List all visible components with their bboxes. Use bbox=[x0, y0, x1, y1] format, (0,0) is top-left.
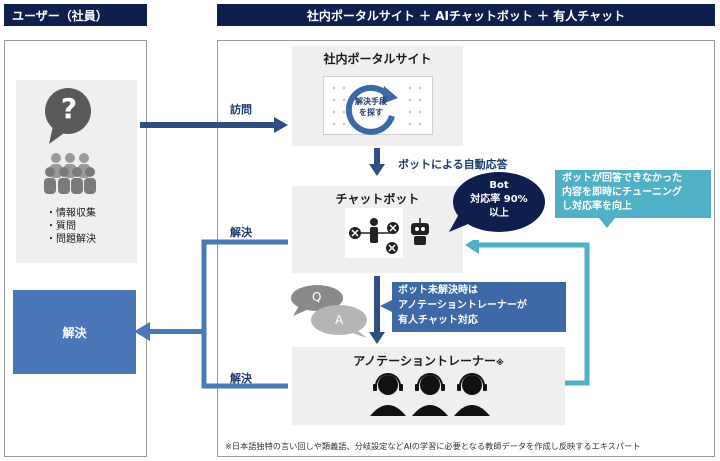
chatbot-title: チャットボット bbox=[335, 192, 420, 206]
bot-rate-bubble bbox=[449, 172, 545, 232]
system-header-label: 社内ポータルサイト ＋ AIチャットボット ＋ 有人チャット bbox=[306, 8, 626, 23]
visit-label: 訪問 bbox=[230, 103, 252, 116]
people-group-icon bbox=[44, 153, 96, 194]
portal-center-line: を探す bbox=[359, 108, 383, 117]
system-header: 社内ポータルサイト ＋ AIチャットボット ＋ 有人チャット bbox=[217, 4, 715, 26]
user-header: ユーザー（社員） bbox=[4, 4, 147, 26]
question-bubble-icon bbox=[45, 88, 91, 144]
feedback-line: し対応率を向上 bbox=[562, 201, 632, 212]
unresolved-line: ボット未解決時は bbox=[398, 285, 478, 296]
portal-to-chatbot-arrow bbox=[369, 148, 385, 176]
bot-auto-label: ボットによる自動応答 bbox=[398, 158, 508, 171]
bot-rate-text: Bot 対応率 90% 以上 bbox=[467, 179, 531, 221]
feedback-line: 内容を即時にチューニング bbox=[562, 187, 682, 198]
trainer-title: アノテーショントレーナー※ bbox=[292, 352, 565, 369]
portal-title: 社内ポータルサイト bbox=[323, 52, 432, 66]
chatbot-decision-icon bbox=[345, 208, 403, 258]
question-mark: ? bbox=[60, 92, 78, 125]
user-task-list: ・情報収集 ・質問 ・問題解決 bbox=[46, 207, 96, 246]
portal-center-line: 解決手段 bbox=[355, 97, 387, 106]
visit-arrow bbox=[140, 117, 288, 133]
qa-a-label: A bbox=[335, 313, 344, 327]
operator-headset-icons bbox=[370, 373, 490, 416]
task-item: ・問題解決 bbox=[46, 234, 96, 245]
task-item: ・情報収集 bbox=[46, 208, 96, 219]
resolve-box-label: 解決 bbox=[62, 325, 87, 340]
portal-center-text: 解決手段 を探す bbox=[350, 96, 392, 118]
trainer-title-mark: ※ bbox=[495, 358, 504, 367]
dot-grid bbox=[332, 86, 422, 126]
resolved-label-chatbot: 解決 bbox=[230, 226, 252, 239]
qa-q-label: Q bbox=[312, 290, 322, 304]
qa-bubbles-icon bbox=[291, 285, 367, 338]
feedback-line: ボットが回答できなかった bbox=[562, 173, 682, 184]
refresh-cycle-icon bbox=[345, 84, 398, 135]
resolved-label-trainer: 解決 bbox=[230, 372, 252, 385]
unresolved-callout-shape bbox=[380, 282, 566, 332]
task-item: ・質問 bbox=[46, 221, 76, 232]
resolve-return-arrows bbox=[134, 239, 288, 389]
robot-icon bbox=[411, 218, 429, 245]
trainer-title-label: アノテーショントレーナー bbox=[353, 354, 496, 368]
feedback-callout-shape bbox=[555, 170, 711, 228]
unresolved-line: アノテーショントレーナーが bbox=[398, 300, 527, 311]
unresolved-line: 有人チャット対応 bbox=[398, 315, 478, 326]
chatbot-to-trainer-arrow bbox=[369, 276, 385, 344]
bot-rate-line: 対応率 90% bbox=[470, 194, 528, 205]
feedback-callout-text: ボットが回答できなかった 内容を即時にチューニング し対応率を向上 bbox=[562, 172, 710, 214]
bot-rate-line: 以上 bbox=[489, 208, 509, 219]
footnote: ※日本語独特の言い回しや類義語、分岐設定などAIの学習に必要となる教師データを作… bbox=[225, 441, 641, 451]
unresolved-callout-text: ボット未解決時は アノテーショントレーナーが 有人チャット対応 bbox=[398, 283, 564, 328]
user-header-label: ユーザー（社員） bbox=[12, 8, 108, 23]
resolve-box: 解決 bbox=[13, 290, 136, 374]
bot-rate-line: Bot bbox=[489, 180, 509, 191]
